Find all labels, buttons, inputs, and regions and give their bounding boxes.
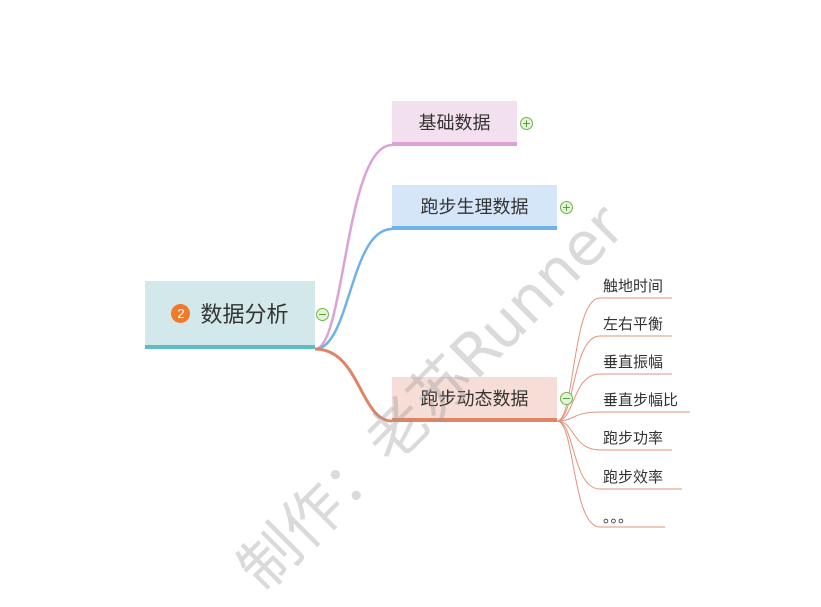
branch-node-basic-data[interactable]: 基础数据 [392,101,517,146]
root-node[interactable]: 2 数据分析 [145,281,315,349]
connector-lines [314,143,690,528]
leaf-node[interactable]: 垂直振幅 [603,353,664,371]
collapse-icon[interactable]: − [316,308,329,321]
leaf-node[interactable]: 跑步功率 [603,429,664,447]
branch-label: 基础数据 [418,112,491,134]
branch-label: 跑步生理数据 [420,196,529,218]
leaf-node[interactable]: 垂直步幅比 [603,391,679,409]
leaf-node[interactable]: 触地时间 [603,277,664,295]
collapse-icon[interactable]: − [560,392,573,405]
priority-badge: 2 [171,303,191,323]
branch-node-physiology-data[interactable]: 跑步生理数据 [392,185,557,230]
branch-label: 跑步动态数据 [420,388,529,410]
expand-icon[interactable]: + [520,117,533,130]
leaf-node[interactable]: 跑步效率 [603,468,664,486]
leaf-node[interactable]: 左右平衡 [603,315,664,333]
branch-node-dynamics-data[interactable]: 跑步动态数据 [392,377,557,422]
leaf-node[interactable]: 。。。 [603,508,634,526]
expand-icon[interactable]: + [560,201,573,214]
root-label: 数据分析 [200,303,289,328]
